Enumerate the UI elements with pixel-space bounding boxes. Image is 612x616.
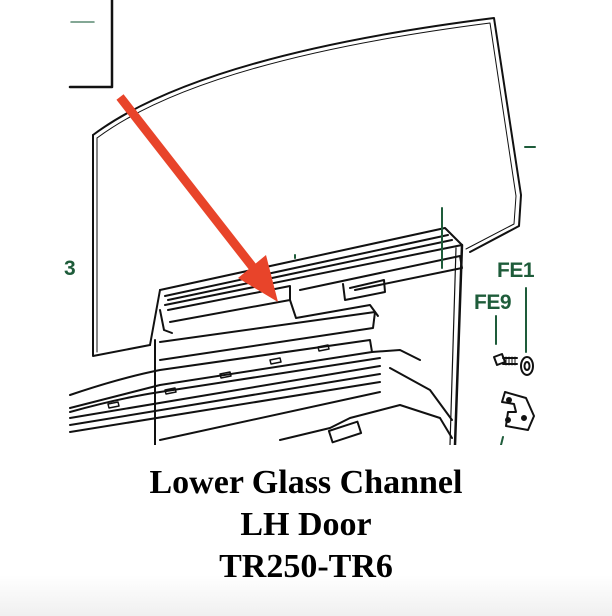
door-edge [449,243,464,445]
callout-label-partial: 3 [64,257,76,280]
washer-fe1 [520,356,534,376]
lower-glass-channel [159,227,463,334]
callout-leaders [294,146,536,445]
callout-label-fe9: FE9 [474,291,512,314]
mounting-plate [501,391,535,431]
inset-box [68,0,114,89]
caption-part-name: Lower Glass Channel [149,464,463,501]
bolt-fe9 [493,353,518,366]
caption-model-range: TR250-TR6 [219,548,393,585]
diagram-caption: Lower Glass Channel LH Door TR250-TR6 [0,462,612,588]
door-glass [92,17,522,357]
parts-diagram: 3 FE1 FE9 [64,0,536,445]
caption-door-side: LH Door [240,506,372,543]
door-inner-panel [69,311,453,445]
door-exploded-view-drawing [68,0,536,445]
callout-label-fe1: FE1 [497,259,535,282]
highlight-arrow [116,94,278,302]
